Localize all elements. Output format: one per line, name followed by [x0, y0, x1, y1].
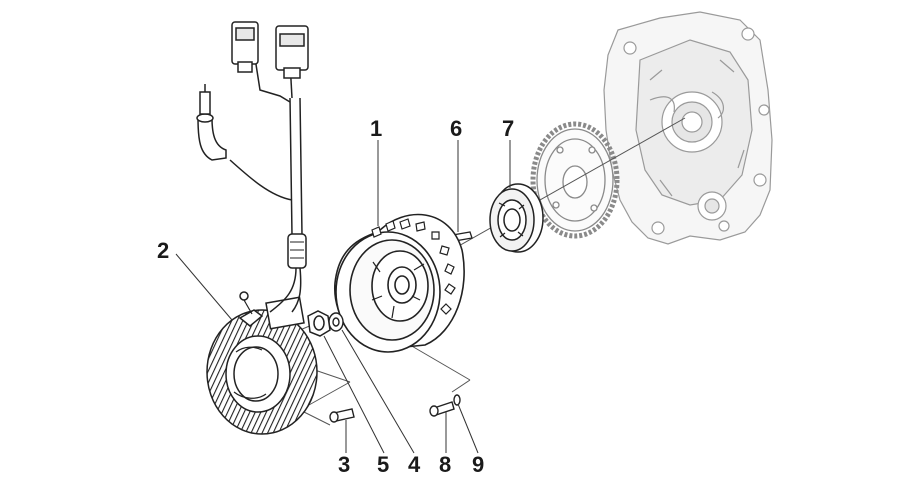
- callout-6: 6: [450, 116, 463, 141]
- callout-2: 2: [157, 238, 170, 263]
- callout-7: 7: [502, 116, 515, 141]
- flywheel-nut: [307, 310, 331, 337]
- callout-3: 3: [338, 452, 351, 477]
- leader-lines: [175, 140, 511, 454]
- callout-8: 8: [439, 452, 452, 477]
- callout-9: 9: [472, 452, 485, 477]
- callout-5: 5: [377, 452, 390, 477]
- pickup-washer: [453, 394, 461, 406]
- wiring-harness: [196, 21, 309, 313]
- pickup-screw: [429, 401, 455, 417]
- callout-4: 4: [408, 452, 421, 477]
- engine-casing: [603, 11, 773, 245]
- flywheel-rotor: [334, 213, 465, 353]
- stator-coil: [206, 291, 318, 435]
- freewheel-hub: [489, 183, 544, 253]
- callout-1: 1: [370, 116, 383, 141]
- stator-screw: [329, 408, 355, 423]
- washer: [328, 312, 344, 332]
